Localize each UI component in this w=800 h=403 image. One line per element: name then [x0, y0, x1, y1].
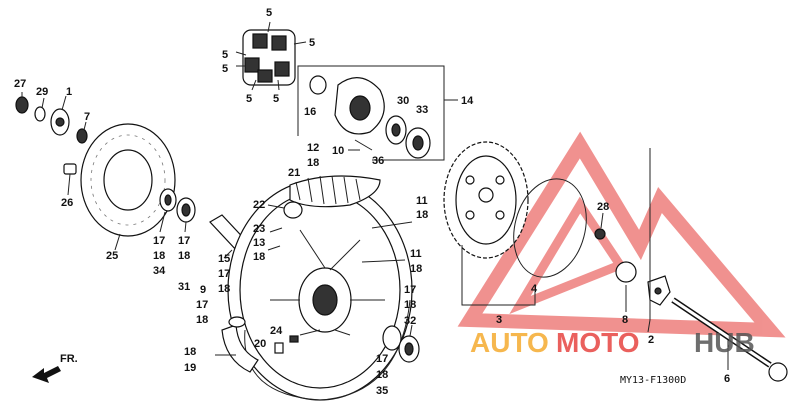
leader-lines: [215, 221, 413, 356]
chain-adjuster: [647, 148, 671, 333]
label-18: 18: [404, 299, 416, 311]
label-17: 17: [153, 235, 165, 247]
label-12: 12: [307, 142, 319, 154]
label-26: 26: [61, 197, 73, 209]
watermark-text-moto: MOTO: [556, 327, 639, 358]
label-36: 36: [372, 155, 384, 167]
front-direction-label: FR.: [60, 353, 78, 365]
label-28: 28: [597, 201, 609, 213]
label-15: 15: [218, 253, 230, 265]
label-33: 33: [416, 104, 428, 116]
label-17: 17: [376, 353, 388, 365]
drawing-code: MY13-F1300D: [620, 375, 686, 386]
label-17: 17: [196, 299, 208, 311]
label-16: 16: [304, 106, 316, 118]
label-14: 14: [461, 95, 474, 107]
label-17: 17: [404, 284, 416, 296]
label-29: 29: [36, 86, 48, 98]
sprocket-nut: [594, 212, 606, 240]
label-13: 13: [253, 237, 265, 249]
valve-parts: [274, 335, 299, 354]
label-5: 5: [273, 93, 279, 105]
damper-rubbers: [235, 21, 307, 91]
axle-nut-parts: [15, 92, 88, 196]
label-22: 22: [253, 199, 265, 211]
label-1: 1: [66, 86, 72, 98]
watermark-text-auto: AUTO: [470, 327, 549, 358]
label-34: 34: [153, 265, 166, 277]
driven-flange-assembly: [297, 65, 458, 161]
label-8: 8: [622, 314, 628, 326]
label-6: 6: [724, 373, 730, 385]
label-11: 11: [410, 248, 422, 260]
label-11: 11: [416, 195, 428, 207]
label-17: 17: [218, 268, 230, 280]
label-3: 3: [496, 314, 502, 326]
label-25: 25: [106, 250, 118, 262]
label-18: 18: [376, 369, 388, 381]
label-4: 4: [531, 283, 538, 295]
label-19: 19: [184, 362, 196, 374]
label-5: 5: [266, 7, 272, 19]
label-31: 31: [178, 281, 190, 293]
label-5: 5: [309, 37, 315, 49]
rear-axle: [671, 297, 788, 382]
front-direction-arrow: FR.: [32, 353, 78, 383]
part-labels: 5 5 5 5 5 5 27 29 1 7 26 25 16 30 33 14 …: [14, 7, 730, 397]
label-18: 18: [307, 157, 319, 169]
label-35: 35: [376, 385, 388, 397]
label-24: 24: [270, 325, 283, 337]
bearings-left: [159, 188, 196, 233]
label-10: 10: [332, 145, 344, 157]
label-18: 18: [153, 250, 165, 262]
rear-wheel: [227, 179, 413, 401]
axle-collar: [615, 261, 637, 312]
label-20: 20: [254, 338, 266, 350]
rim-band: [221, 316, 259, 373]
label-18: 18: [253, 251, 265, 263]
label-18: 18: [184, 346, 196, 358]
brake-disc: [80, 123, 176, 251]
label-9: 9: [200, 284, 206, 296]
label-30: 30: [397, 95, 409, 107]
label-5: 5: [246, 93, 252, 105]
label-18: 18: [178, 250, 190, 262]
label-18: 18: [410, 263, 422, 275]
drive-chain: [513, 178, 587, 278]
label-7: 7: [84, 111, 90, 123]
label-17: 17: [178, 235, 190, 247]
label-2: 2: [648, 334, 654, 346]
label-21: 21: [288, 167, 300, 179]
watermark-text-hub: HUB: [694, 327, 755, 358]
label-18: 18: [416, 209, 428, 221]
label-5: 5: [222, 49, 228, 61]
driven-sprocket: [443, 141, 536, 306]
label-32: 32: [404, 315, 416, 327]
label-18: 18: [218, 283, 230, 295]
label-18: 18: [196, 314, 208, 326]
label-23: 23: [253, 223, 265, 235]
label-5: 5: [222, 63, 228, 75]
inner-tube: [267, 175, 381, 219]
label-27: 27: [14, 78, 26, 90]
bearing-right: [382, 324, 420, 363]
